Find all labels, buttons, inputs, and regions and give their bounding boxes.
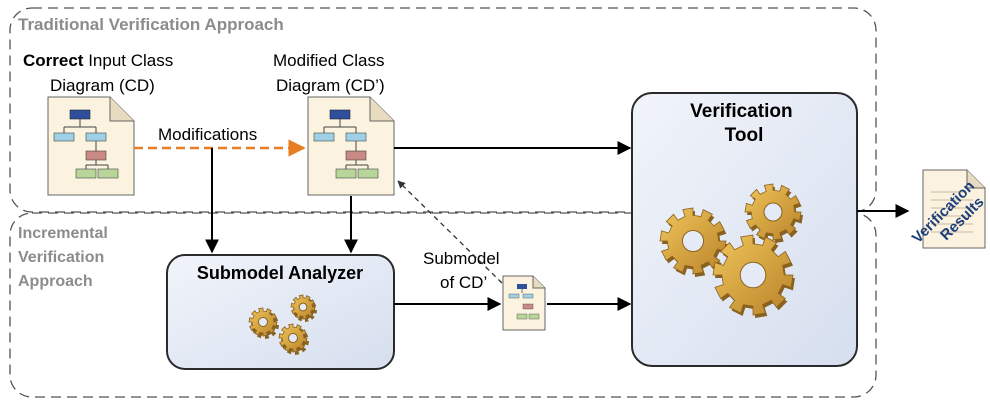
traditional-approach-region [9,7,877,213]
gear-hole [681,229,705,253]
modifications-label: Modifications [158,125,257,144]
submodel-label: Submodel of CD’ [423,249,504,292]
submodel-diagram-icon [502,275,546,331]
gear-hole [288,333,298,343]
modified-diagram-label: Modified Class Diagram (CD’) [273,51,389,95]
gear-hole [298,302,308,312]
modified-class-diagram-icon [307,96,395,196]
input-class-diagram-icon [47,96,135,196]
incremental-approach-region [9,212,877,398]
analyzer-gears-icon [248,294,317,355]
submodel-analyzer-label: Submodel Analyzer [197,263,363,283]
verification-tool-box [631,92,858,367]
input-diagram-label: Correct Input Class [23,51,173,70]
gear-hole [258,317,268,327]
incremental-approach-title: Incremental Verification Approach [18,225,112,290]
verification-tool-label: Verification Tool [690,101,798,146]
traditional-approach-title: Traditional Verification Approach [18,15,284,34]
input-diagram-label-line2: Diagram (CD) [50,76,155,95]
submodel-analyzer-box [166,254,395,370]
gear-hole [763,202,783,222]
verification-result-doc-icon [922,169,986,249]
submodel-to-modified-arrow [397,180,503,284]
tool-gears-icon [659,183,803,318]
gear-hole [739,261,767,289]
